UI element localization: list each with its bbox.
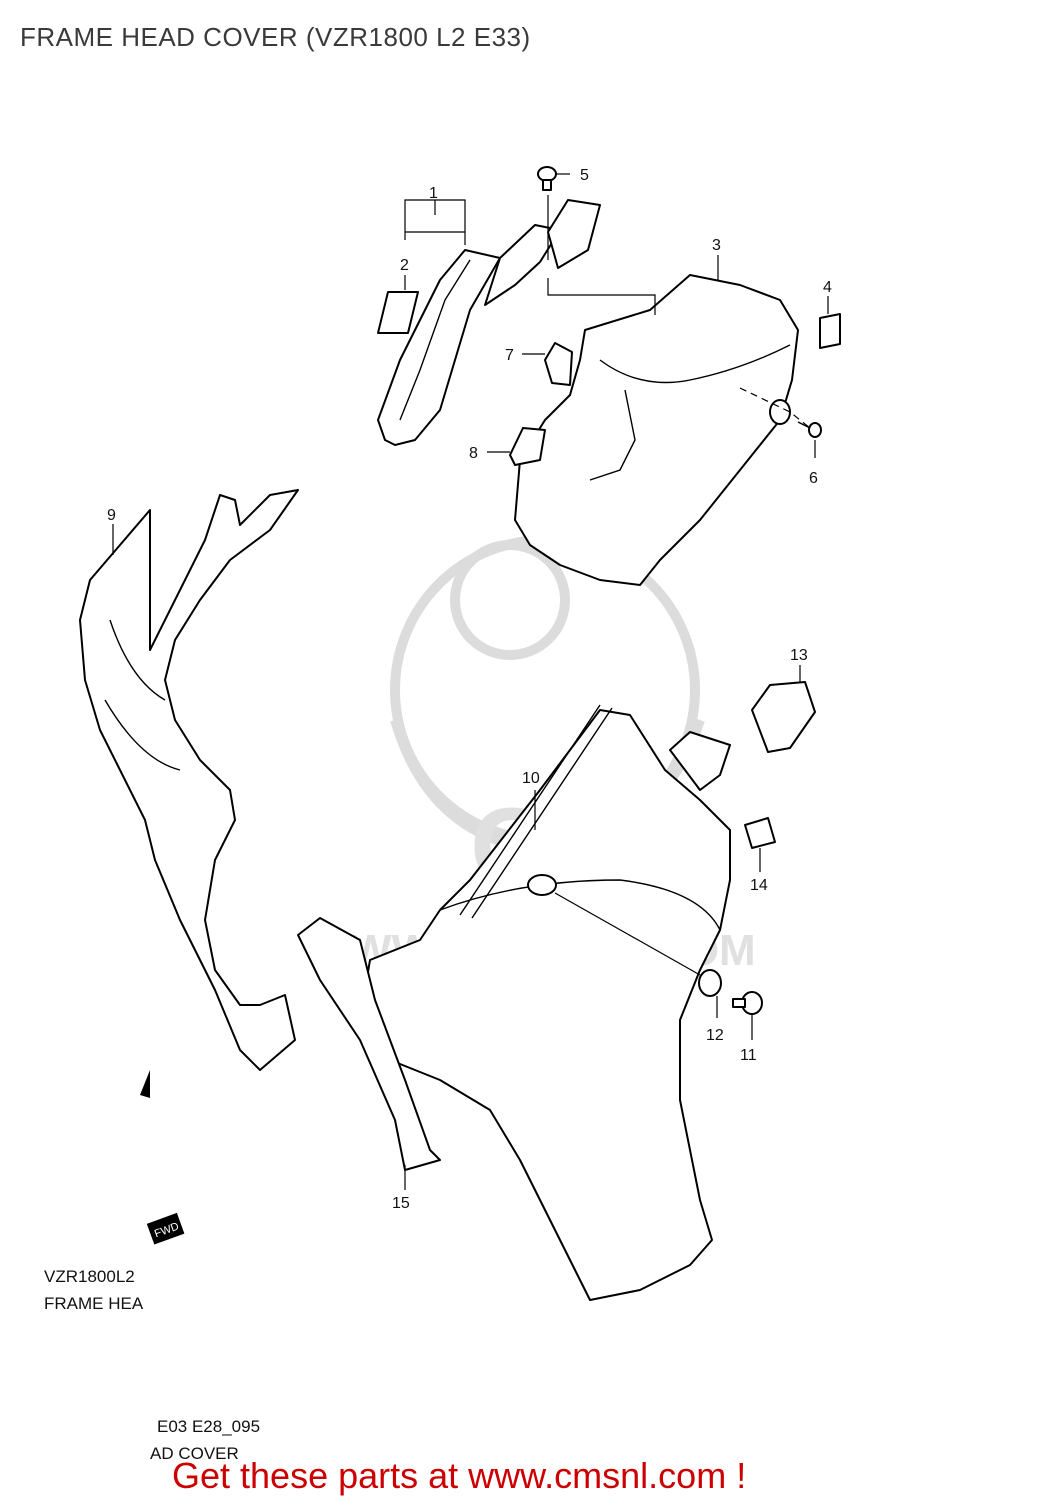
callout-6: 6 bbox=[809, 470, 818, 487]
part-11-screw bbox=[732, 991, 763, 1015]
callout-14: 14 bbox=[750, 877, 768, 894]
direction-arrow-icon bbox=[140, 1070, 150, 1098]
part-5-bracket bbox=[547, 199, 601, 269]
part-10-lower-cover bbox=[359, 709, 731, 1301]
model-label: VZR1800L2 bbox=[44, 1267, 135, 1286]
leader-lines bbox=[112, 173, 829, 1190]
part-7-pad bbox=[544, 342, 573, 386]
part-3-upper-cover bbox=[514, 274, 799, 586]
callout-15: 15 bbox=[392, 1195, 410, 1212]
callout-2: 2 bbox=[400, 257, 409, 274]
diagram-title: FRAME HEAD COVER (VZR1800 L2 E33) bbox=[20, 22, 531, 52]
part-8-pad bbox=[509, 427, 546, 466]
diagram-code: E03 E28_095 bbox=[157, 1417, 260, 1436]
fwd-badge: FWD bbox=[146, 1212, 185, 1245]
subtitle-partial: FRAME HEA bbox=[44, 1294, 144, 1313]
callout-12: 12 bbox=[706, 1027, 724, 1044]
callout-4: 4 bbox=[823, 279, 832, 296]
part-14-pad bbox=[744, 817, 776, 849]
callout-3: 3 bbox=[712, 237, 721, 254]
part-13-pad bbox=[751, 681, 816, 753]
callout-5: 5 bbox=[580, 167, 589, 184]
cover-partial: AD COVER bbox=[150, 1444, 239, 1463]
part-15-side-panel bbox=[297, 917, 441, 1171]
callout-10: 10 bbox=[522, 770, 540, 787]
part-6-grommet bbox=[769, 399, 791, 425]
part-1-bracket bbox=[377, 224, 561, 446]
callout-11: 11 bbox=[740, 1047, 757, 1064]
callout-7: 7 bbox=[505, 347, 514, 364]
part-9-left-cover bbox=[79, 489, 299, 1071]
shop-link[interactable]: Get these parts at www.cmsnl.com ! bbox=[172, 1455, 747, 1496]
part-4-pad bbox=[819, 313, 841, 349]
part-2-pad bbox=[377, 291, 419, 334]
part-6-screw bbox=[797, 421, 822, 438]
callout-9: 9 bbox=[107, 507, 116, 524]
callout-13: 13 bbox=[790, 647, 808, 664]
callout-1: 1 bbox=[429, 185, 438, 202]
part-5-screw bbox=[537, 166, 557, 191]
callout-8: 8 bbox=[469, 445, 478, 462]
part-12-grommet bbox=[698, 969, 722, 997]
